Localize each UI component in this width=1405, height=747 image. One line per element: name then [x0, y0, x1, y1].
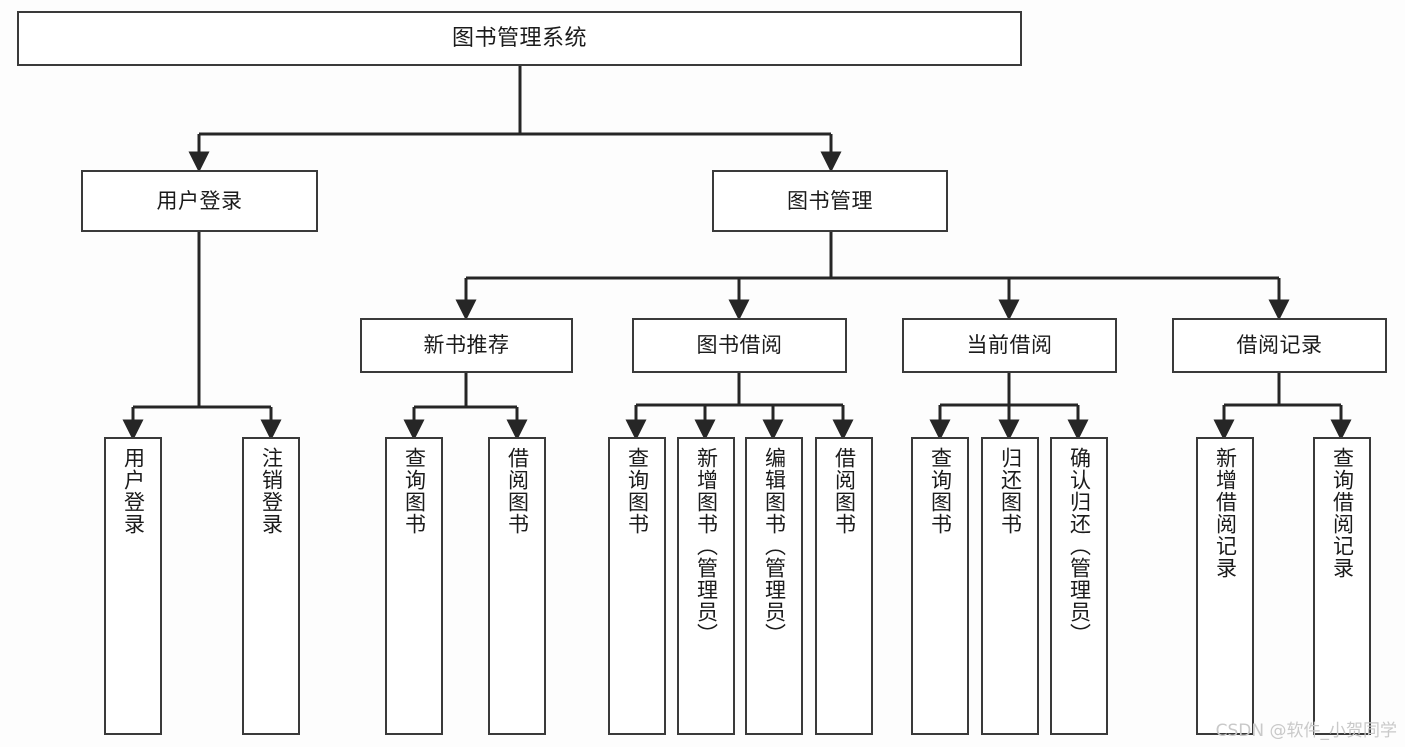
node-label: 归还图书 [998, 447, 1023, 535]
leaf-confirm-return-admin[interactable]: 确认归还（管理员） [1050, 437, 1108, 735]
leaf-query-book-current[interactable]: 查询图书 [911, 437, 969, 735]
node-user-login[interactable]: 用户登录 [81, 170, 318, 232]
node-label: 图书管理 [787, 188, 873, 213]
node-label: 编辑图书（管理员） [762, 447, 787, 645]
watermark-text: CSDN @软件_小贺同学 [1215, 721, 1397, 741]
leaf-query-borrow-record[interactable]: 查询借阅记录 [1313, 437, 1371, 735]
node-label: 当前借阅 [966, 333, 1053, 358]
node-label: 借阅记录 [1236, 333, 1323, 358]
leaf-query-book-new[interactable]: 查询图书 [385, 437, 443, 735]
node-label: 注销登录 [259, 447, 284, 535]
node-book-borrow[interactable]: 图书借阅 [632, 318, 847, 373]
leaf-user-logout[interactable]: 注销登录 [242, 437, 300, 735]
node-label: 图书借阅 [696, 333, 783, 358]
leaf-return-book[interactable]: 归还图书 [981, 437, 1039, 735]
node-label: 用户登录 [156, 188, 243, 213]
node-label: 查询借阅记录 [1330, 447, 1355, 579]
node-label: 借阅图书 [505, 447, 530, 535]
node-label: 查询图书 [625, 447, 650, 535]
node-root-system[interactable]: 图书管理系统 [17, 11, 1022, 66]
node-label: 查询图书 [928, 447, 953, 535]
leaf-add-borrow-record[interactable]: 新增借阅记录 [1196, 437, 1254, 735]
node-label: 借阅图书 [832, 447, 857, 535]
node-book-management[interactable]: 图书管理 [712, 170, 948, 232]
node-label: 新增借阅记录 [1213, 447, 1238, 579]
node-current-borrow[interactable]: 当前借阅 [902, 318, 1117, 373]
node-label: 图书管理系统 [451, 25, 587, 51]
node-label: 查询图书 [402, 447, 427, 535]
leaf-user-login[interactable]: 用户登录 [104, 437, 162, 735]
node-new-book-recommend[interactable]: 新书推荐 [360, 318, 573, 373]
node-label: 用户登录 [121, 447, 146, 535]
leaf-query-book-borrow[interactable]: 查询图书 [608, 437, 666, 735]
node-label: 确认归还（管理员） [1067, 447, 1092, 645]
leaf-add-book-admin[interactable]: 新增图书（管理员） [677, 437, 735, 735]
node-label: 新书推荐 [423, 333, 510, 358]
node-label: 新增图书（管理员） [694, 447, 719, 645]
node-borrow-record[interactable]: 借阅记录 [1172, 318, 1387, 373]
leaf-edit-book-admin[interactable]: 编辑图书（管理员） [745, 437, 803, 735]
leaf-borrow-book[interactable]: 借阅图书 [815, 437, 873, 735]
leaf-borrow-book-new[interactable]: 借阅图书 [488, 437, 546, 735]
